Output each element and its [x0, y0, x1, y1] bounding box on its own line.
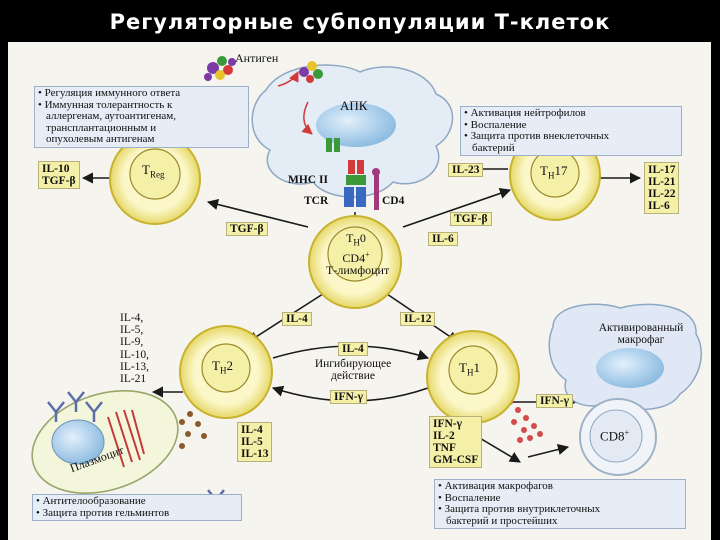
cytokine-dots-th2: [165, 411, 207, 449]
antigen-label: Антиген: [235, 51, 279, 65]
cytokine-dots-th1: [507, 399, 543, 443]
treg-function-line: • Иммунная толерантность к: [38, 98, 173, 111]
th1-function-box: • Активация макрофагов • Воспаление • За…: [434, 479, 686, 529]
il23-label: IL-23: [448, 163, 484, 177]
macrophage-cell: [548, 303, 702, 411]
treg-function-line: • Регуляция иммунного ответа: [38, 87, 181, 99]
macrophage-line: макрофаг: [617, 334, 665, 347]
tgf-right-label: TGF-β: [450, 212, 492, 226]
th1-function-line: • Защита против внутриклеточных: [438, 503, 601, 515]
inhibit-line: Ингибирующее: [314, 358, 392, 370]
inhibit-il4-label: IL-4: [338, 342, 368, 356]
mhc-tcr-complex: [301, 101, 380, 224]
th17-function-line: • Воспаление: [464, 118, 527, 131]
th0-labels: TH0 CD4+ Т-лимфоцит: [326, 231, 390, 277]
th1-cell: [426, 330, 520, 424]
cytokine-label: IL-21: [120, 373, 147, 386]
th2-cell-label: TH2: [212, 358, 233, 376]
inhibit-text: Ингибирующее действие: [308, 358, 398, 382]
il12-label: IL-12: [400, 312, 436, 326]
th17-function-line: • Защита против внеклеточных: [464, 130, 610, 142]
cd8-cell: [579, 398, 657, 476]
cytokine-label: IL-9,: [120, 336, 144, 349]
macrophage-label: Активированный макрофаг: [586, 322, 696, 346]
cytokine-label: IFN-γ: [433, 418, 463, 430]
cytokine-label: IL-22: [648, 188, 676, 200]
cytokine-label: TGF-β: [42, 175, 76, 187]
cytokine-label: IL-6: [648, 200, 670, 212]
th17-function-box: • Активация нейтрофилов • Воспаление • З…: [460, 106, 682, 156]
cytokine-label: IL-17: [648, 164, 676, 176]
plasma-cell: [31, 390, 179, 494]
antigen-molecules: [204, 56, 323, 87]
th17-function-line: • Активация нейтрофилов: [464, 107, 586, 119]
th17-cell-label: TH17: [540, 163, 568, 181]
cd4-label: CD4: [382, 195, 405, 207]
inhibit-line: действие: [331, 370, 375, 383]
t-lymphocyte-label: Т-лимфоцит: [326, 262, 390, 277]
th2-inputs: IL-4, IL-5, IL-9, IL-10, IL-13, IL-21: [120, 312, 149, 385]
th17-function-line: бактерий: [472, 141, 515, 154]
tgf-left-label: TGF-β: [226, 222, 268, 236]
th2-cytokines: IL-4 IL-5 IL-13: [237, 422, 273, 462]
inhibit-ifn-label: IFN-γ: [330, 390, 368, 404]
mhc-label: MHC II: [288, 174, 328, 186]
macrophage-line: Активированный: [598, 322, 684, 334]
cytokine-label: IL-13: [241, 448, 269, 460]
th1-cell-label: TH1: [459, 360, 480, 378]
diagram-figure: Антиген АПК MHC II TCR CD4 • Регуляция и…: [8, 42, 711, 540]
il6-label: IL-6: [428, 232, 458, 246]
treg-cell: [109, 133, 201, 225]
treg-cytokines: IL-10 TGF-β: [38, 161, 80, 189]
cd8-label: CD8+: [600, 428, 630, 444]
ifn-macrophage-label: IFN-γ: [536, 394, 574, 408]
treg-function-line: трансплантационным и: [46, 121, 157, 134]
apc-label: АПК: [340, 98, 368, 113]
cytokine-label: GM-CSF: [433, 454, 479, 466]
cytokine-label: IL-13,: [120, 360, 150, 373]
th2-function-box: • Антителообразование • Защита против ге…: [32, 494, 242, 521]
treg-function-box: • Регуляция иммунного ответа • Иммунная …: [34, 86, 249, 148]
slide-title: Регуляторные субпопуляции Т-клеток: [109, 10, 611, 34]
diagram-canvas: [31, 56, 702, 510]
cytokine-label: IL-5: [241, 436, 263, 448]
cd4-plus-label: CD4+: [342, 249, 370, 265]
treg-cell-label: TReg: [142, 162, 165, 180]
th2-function-line: • Антителообразование: [36, 495, 146, 507]
treg-function-line: опухолевым антигенам: [46, 133, 155, 145]
th1-function-line: бактерий и простейших: [446, 514, 558, 527]
th0-cell: [308, 215, 402, 309]
th1-cytokines: IFN-γ IL-2 TNF GM-CSF: [429, 416, 483, 468]
apc-nucleus: [316, 103, 396, 147]
cytokine-label: IL-2: [433, 430, 455, 442]
th1-function-line: • Воспаление: [438, 491, 501, 504]
cytokine-label: IL-4: [241, 424, 263, 436]
th17-cytokines: IL-17 IL-21 IL-22 IL-6: [644, 162, 680, 214]
cytokine-label: IL-10: [42, 163, 70, 175]
apc-cell: [251, 64, 454, 198]
cytokine-label: TNF: [433, 442, 456, 454]
cytokine-label: IL-5,: [120, 324, 144, 337]
th1-function-line: • Активация макрофагов: [438, 480, 554, 492]
th2-cell: [179, 325, 273, 419]
il4-label: IL-4: [282, 312, 312, 326]
th2-function-line: • Защита против гельминтов: [36, 506, 170, 519]
th0-label: TH0: [346, 231, 366, 248]
cytokine-label: IL-4,: [120, 312, 144, 324]
cytokine-label: IL-10,: [120, 348, 150, 361]
cytokine-label: IL-21: [648, 176, 676, 188]
tcr-label: TCR: [304, 195, 329, 207]
treg-function-line: аллергенам, аутоантигенам,: [46, 110, 176, 122]
